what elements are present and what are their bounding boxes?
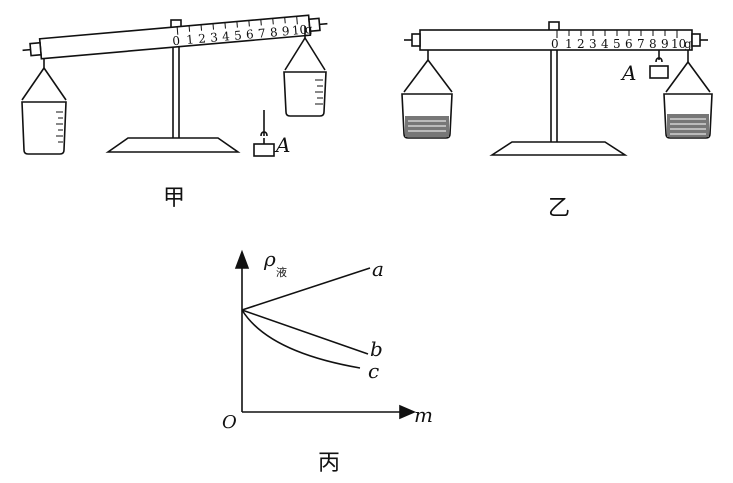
jia-right-beaker bbox=[283, 26, 327, 117]
bing-x-label: m bbox=[414, 403, 433, 427]
yi-scale-9: 9 bbox=[661, 37, 669, 51]
yi-scale-4: 4 bbox=[601, 37, 609, 51]
jia-left-beaker bbox=[21, 58, 67, 155]
bing-y-label: ρ bbox=[263, 247, 276, 271]
bing-curve-c-label: c bbox=[368, 359, 379, 383]
jia-scale-7: 7 bbox=[257, 26, 266, 41]
bing-x-arrow bbox=[399, 404, 417, 420]
jia-scale-10: 10 bbox=[291, 22, 307, 37]
jia-weight-a bbox=[253, 110, 275, 157]
bing-curve-a bbox=[241, 267, 371, 311]
bing-y-subscript: 液 bbox=[276, 265, 287, 279]
yi-caption: 乙 bbox=[548, 196, 570, 221]
yi-scale-10: 10 bbox=[671, 37, 686, 51]
bing-curve-c bbox=[241, 309, 361, 369]
yi-right-beaker bbox=[663, 50, 713, 139]
bing-curve-b-label: b bbox=[370, 337, 383, 361]
yi-weight-a bbox=[649, 50, 669, 79]
yi-beam: 0 1 2 3 4 5 6 7 8 9 10 g bbox=[404, 29, 708, 51]
yi-scale-5: 5 bbox=[613, 37, 621, 51]
jia-scale-5: 5 bbox=[234, 28, 243, 43]
jia-scale-ticks bbox=[176, 16, 298, 35]
jia-scale-unit: g bbox=[304, 22, 313, 37]
bing-y-arrow bbox=[234, 249, 250, 269]
yi-scale-7: 7 bbox=[637, 37, 645, 51]
jia-stand-base bbox=[105, 137, 241, 153]
yi-scale-8: 8 bbox=[649, 37, 657, 51]
bing-curve-a-label: a bbox=[372, 257, 384, 281]
jia-scale-zero: 0 bbox=[172, 34, 181, 49]
jia-scale-8: 8 bbox=[269, 25, 278, 40]
yi-scale-1: 1 bbox=[565, 37, 573, 51]
bing-curve-b bbox=[241, 309, 369, 355]
jia-scale-4: 4 bbox=[222, 29, 231, 44]
yi-scale-6: 6 bbox=[625, 37, 633, 51]
bing-caption: 丙 bbox=[318, 451, 340, 476]
figure-yi: 0 1 2 3 4 5 6 7 8 9 10 g bbox=[401, 21, 713, 156]
yi-scale-zero: 0 bbox=[551, 37, 559, 51]
yi-scale-ticks bbox=[556, 30, 678, 38]
yi-stand-base bbox=[489, 141, 628, 156]
figure-jia: 0 1 2 3 4 5 6 7 8 9 10 g bbox=[21, 14, 328, 157]
jia-beam: 0 1 2 3 4 5 6 7 8 9 10 g bbox=[22, 14, 328, 60]
jia-weight-label: A bbox=[274, 133, 290, 157]
figure-bing bbox=[234, 249, 417, 420]
yi-weight-label: A bbox=[620, 61, 636, 85]
jia-scale-9: 9 bbox=[281, 24, 290, 39]
jia-caption: 甲 bbox=[163, 186, 185, 211]
yi-scale-3: 3 bbox=[589, 37, 597, 51]
yi-scale-2: 2 bbox=[577, 37, 585, 51]
bing-origin-label: O bbox=[222, 412, 237, 433]
yi-left-beaker bbox=[401, 50, 453, 139]
jia-scale-2: 2 bbox=[198, 31, 207, 46]
yi-scale-unit: g bbox=[684, 37, 692, 51]
jia-scale-3: 3 bbox=[210, 30, 219, 45]
jia-scale-1: 1 bbox=[186, 32, 195, 47]
yi-right-liquid bbox=[667, 114, 709, 137]
jia-scale-6: 6 bbox=[245, 27, 254, 42]
